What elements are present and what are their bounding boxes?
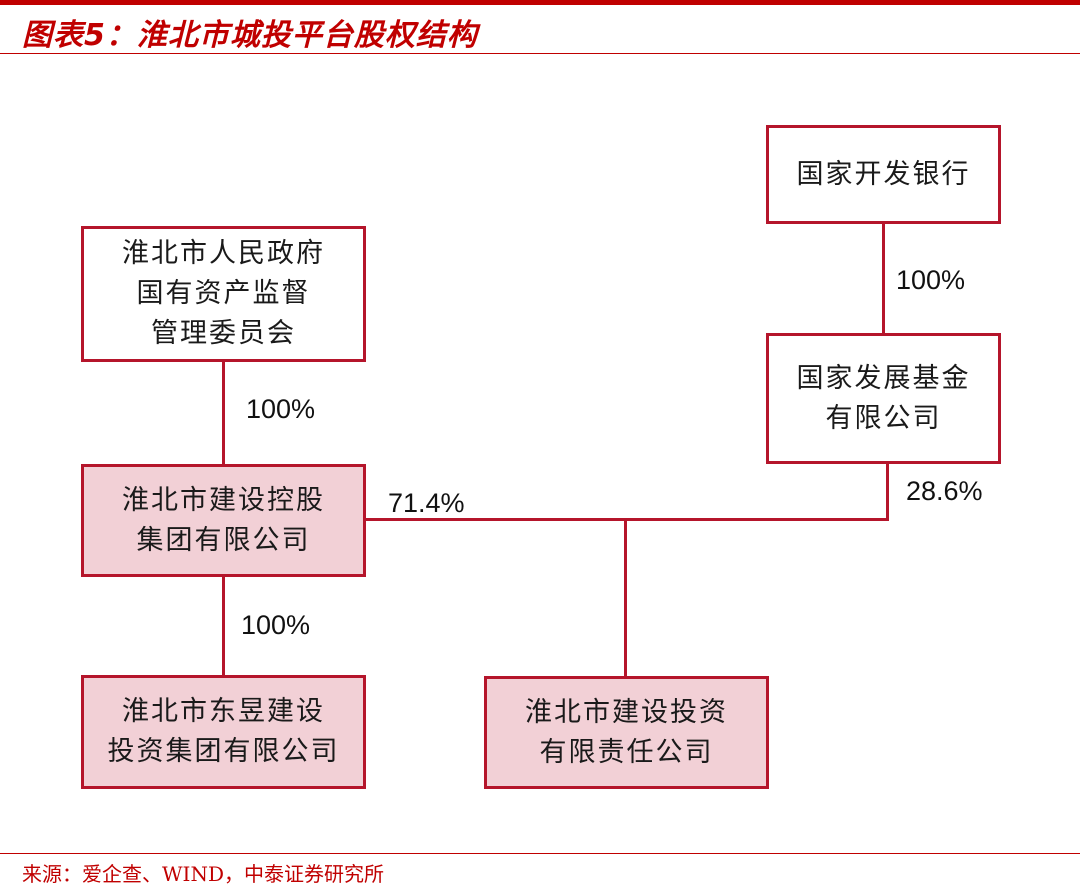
label-holding-jianshe: 71.4%	[388, 488, 465, 518]
label-holding-dongyu: 100%	[241, 610, 311, 640]
figure-title: 图表5：淮北市城投平台股权结构	[22, 18, 478, 53]
node-dongyu: 淮北市东昱建设 投资集团有限公司	[81, 675, 366, 789]
edge-junction-jianshe	[624, 518, 627, 678]
node-sasac: 淮北市人民政府 国有资产监督 管理委员会	[81, 226, 366, 362]
source-note: 来源：爱企查、WIND，中泰证券研究所	[22, 862, 384, 886]
edge-fund-junction	[886, 462, 889, 521]
label-sasac-holding: 100%	[246, 394, 316, 424]
node-fund: 国家发展基金 有限公司	[766, 333, 1001, 464]
label-fund-jianshe: 28.6%	[906, 476, 983, 506]
label-cdb-fund: 100%	[896, 265, 966, 295]
title-rule	[0, 53, 1080, 54]
top-rule	[0, 0, 1080, 5]
node-holding: 淮北市建设控股 集团有限公司	[81, 464, 366, 577]
edge-holding-dongyu	[222, 575, 225, 677]
edge-cdb-fund	[882, 222, 885, 335]
bottom-rule	[0, 853, 1080, 854]
edge-sasac-holding	[222, 360, 225, 466]
node-cdb: 国家开发银行	[766, 125, 1001, 224]
node-jianshe: 淮北市建设投资 有限责任公司	[484, 676, 769, 789]
